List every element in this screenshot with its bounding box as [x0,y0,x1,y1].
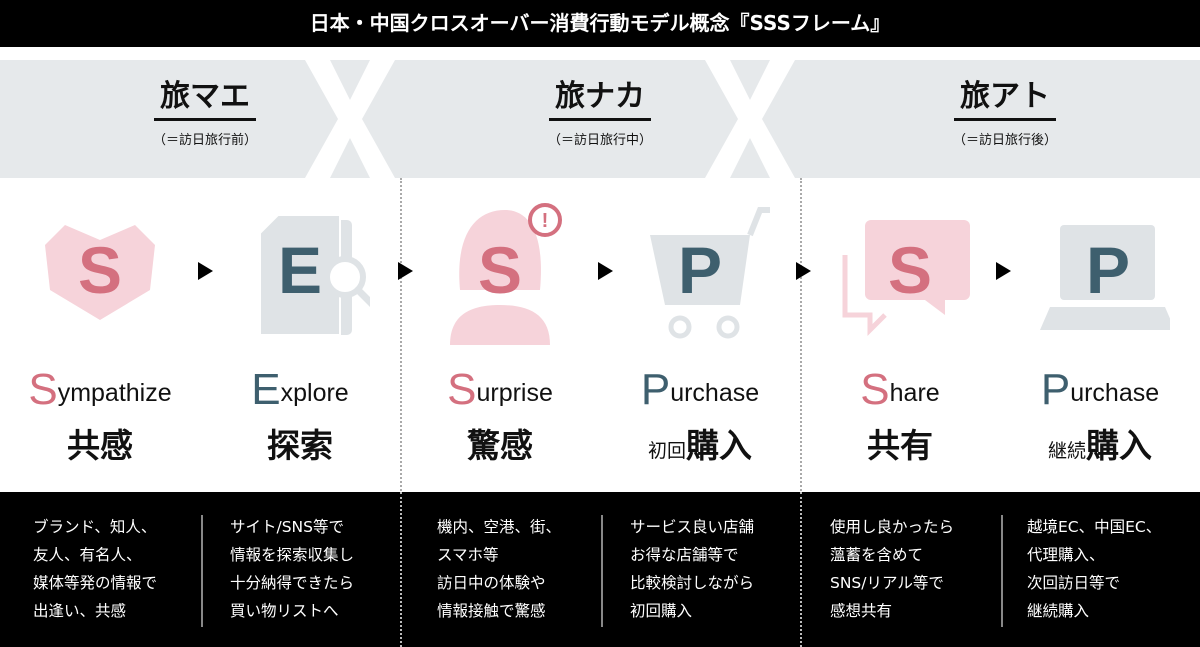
diagram-title: 日本・中国クロスオーバー消費行動モデル概念『SSSフレーム』 [0,0,1200,47]
phase-after: 旅アト （＝訪日旅行後） [805,60,1200,178]
svg-text:!: ! [542,210,549,232]
phase-title: 旅マエ [154,78,256,121]
word-rest: hare [889,379,940,407]
jp-label: 驚感 [467,426,533,465]
divider [800,178,802,647]
step-description: サービス良い店舗 お得な店舗等で 比較検討しながら 初回購入 [630,518,755,620]
phase-title: 旅アト [954,78,1056,121]
step-description: サイト/SNS等で 情報を探索収集し 十分納得できたら 買い物リストへ [230,518,355,620]
jp-label: 探索 [267,426,333,465]
icon-letter: S [887,233,933,307]
surprised-person-icon: ! S [430,195,570,345]
step-jp: 探索 [200,419,400,467]
word-initial: S [28,365,58,414]
word-rest: ympathize [57,379,172,407]
jp-prefix: 初回 [647,440,686,462]
word-initial: S [447,365,477,414]
phase-subtitle: （＝訪日旅行前） [152,133,257,148]
phase-subtitle: （＝訪日旅行中） [547,133,652,148]
step-jp: 継続購入 [1000,419,1200,467]
phase-before: 旅マエ （＝訪日旅行前） [5,60,405,178]
word-rest: urchase [670,379,760,407]
cross-x-icon [705,60,795,178]
step-jp: 共有 [800,419,1000,467]
step-jp: 共感 [0,419,200,467]
divider [800,492,802,647]
chat-bubble-icon: S [830,195,970,345]
word-initial: P [1040,365,1071,414]
jp-prefix: 継続 [1047,440,1086,462]
separator [1001,515,1003,627]
step-description: ブランド、知人、 友人、有名人、 媒体等発の情報で 出逢い、共感 [33,518,158,620]
icon-letter: E [277,233,323,307]
phase-during: 旅ナカ （＝訪日旅行中） [400,60,800,178]
step-description: 使用し良かったら 薀蓄を含めて SNS/リアル等で 感想共有 [830,518,955,620]
step-description: 越境EC、中国EC、 代理購入、 次回訪日等で 継続購入 [1027,518,1162,620]
icon-letter: S [477,233,523,307]
divider [400,178,402,647]
step-word: Surprise [400,367,600,413]
separator [201,515,203,627]
arrow-right-icon [796,262,811,280]
icon-letter: S [77,233,123,307]
arrow-right-icon [598,262,613,280]
word-rest: urprise [476,379,553,407]
step-sympathize: S Sympathize 共感 [0,195,200,467]
separator [601,515,603,627]
phase-title: 旅ナカ [549,78,651,121]
jp-label: 共感 [67,426,133,465]
icon-letter: P [1085,233,1131,307]
shopping-cart-icon: P [630,195,770,345]
step-description: 機内、空港、街、 スマホ等 訪日中の体験や 情報接触で驚感 [437,518,562,620]
heart-icon: S [30,195,170,345]
step-word: Share [800,367,1000,413]
divider [400,492,402,647]
description-band [0,492,1200,647]
phase-subtitle: （＝訪日旅行後） [952,133,1057,148]
jp-label: 購入 [1086,426,1152,465]
step-jp: 驚感 [400,419,600,467]
arrow-right-icon [996,262,1011,280]
step-explore: E Explore 探索 [200,195,400,467]
word-initial: S [860,365,890,414]
step-word: Purchase [600,367,800,413]
icon-letter: P [677,233,723,307]
laptop-icon: P [1030,195,1170,345]
arrow-right-icon [198,262,213,280]
step-word: Purchase [1000,367,1200,413]
step-share: S Share 共有 [800,195,1000,467]
step-purchase-first: P Purchase 初回購入 [600,195,800,467]
word-rest: urchase [1070,379,1160,407]
word-rest: xplore [280,379,349,407]
word-initial: E [251,365,281,414]
step-purchase-continued: P Purchase 継続購入 [1000,195,1200,467]
word-initial: P [640,365,671,414]
jp-label: 共有 [867,426,933,465]
step-surprise: ! S Surprise 驚感 [400,195,600,467]
arrow-right-icon [398,262,413,280]
step-word: Sympathize [0,367,200,413]
step-word: Explore [200,367,400,413]
cross-x-icon [305,60,395,178]
jp-label: 購入 [686,426,752,465]
step-jp: 初回購入 [600,419,800,467]
document-search-icon: E [230,195,370,345]
